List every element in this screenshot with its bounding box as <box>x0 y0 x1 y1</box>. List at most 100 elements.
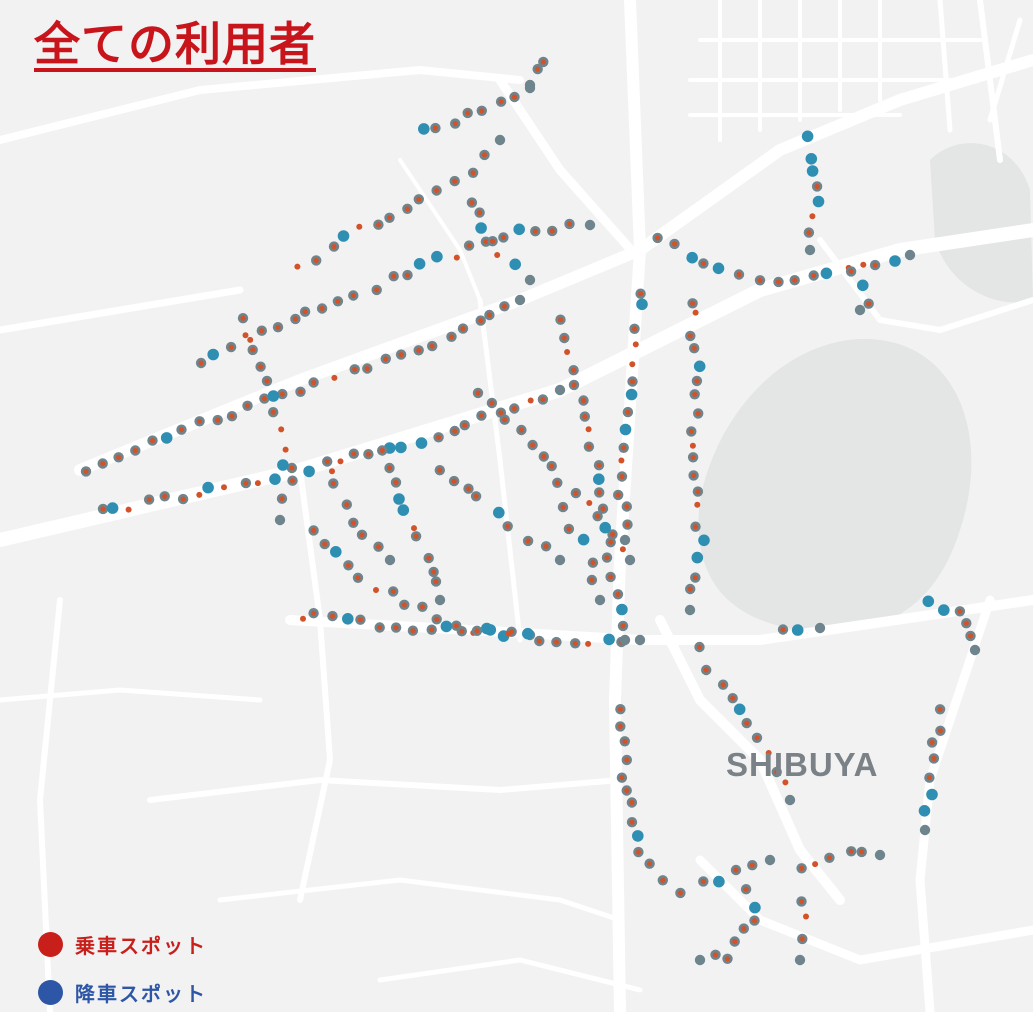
spot-marker-core <box>502 417 508 423</box>
spot-marker <box>277 459 289 471</box>
spot-marker <box>397 504 410 516</box>
spot-marker <box>918 805 931 817</box>
spot-marker-core <box>365 451 371 457</box>
road <box>377 957 643 993</box>
spot-marker-core <box>475 390 481 396</box>
spot-marker-core <box>590 560 596 566</box>
spot-marker-core <box>375 222 381 228</box>
spot-marker-core <box>404 272 411 278</box>
spot-marker-core <box>554 480 560 486</box>
spot-marker-core <box>926 775 933 781</box>
spot-marker-core <box>240 315 246 321</box>
spot-marker <box>809 213 816 220</box>
spot-marker-core <box>100 506 106 512</box>
spot-marker-core <box>469 200 475 206</box>
spot-marker-core <box>655 235 661 241</box>
spot-marker <box>522 627 534 640</box>
spot-marker-core <box>700 878 706 885</box>
spot-marker-core <box>398 352 404 358</box>
spot-marker <box>784 794 796 806</box>
spot-marker <box>593 473 605 486</box>
spot-marker-core <box>331 244 337 250</box>
spot-marker-core <box>432 125 438 131</box>
spot-marker-core <box>350 520 356 526</box>
legend-label-dropoff: 降車スポット <box>75 981 207 1006</box>
spot-marker-core <box>178 427 185 433</box>
spot-marker <box>242 332 249 339</box>
spot-marker-core <box>967 633 974 639</box>
spot-marker <box>524 79 536 91</box>
road <box>987 17 1023 123</box>
spot-markers <box>80 56 981 966</box>
spot-marker-core <box>244 403 251 409</box>
spot-marker-core <box>937 706 943 712</box>
spot-marker-core <box>535 66 541 72</box>
spot-marker <box>854 304 866 316</box>
spot-marker <box>493 506 505 519</box>
spot-marker <box>330 546 342 558</box>
spot-marker <box>629 361 636 368</box>
spot-marker-core <box>215 417 221 423</box>
park-areas <box>698 143 1033 632</box>
spot-marker-core <box>600 506 606 512</box>
spot-marker-core <box>730 695 736 701</box>
spot-marker <box>207 348 219 361</box>
spot-marker-core <box>379 447 385 454</box>
spot-marker <box>564 349 571 355</box>
spot-marker-core <box>620 623 626 629</box>
spot-marker-core <box>814 183 820 189</box>
spot-marker-core <box>511 94 518 100</box>
spot-marker <box>694 501 701 508</box>
spot-marker <box>594 594 606 606</box>
spot-marker <box>418 123 430 135</box>
spot-marker-core <box>505 523 511 529</box>
spot-marker-core <box>647 861 653 867</box>
spot-marker-core <box>872 262 878 268</box>
spot-marker <box>733 703 746 716</box>
spot-marker-core <box>757 277 763 283</box>
spot-marker <box>413 258 426 270</box>
spot-marker <box>619 534 631 546</box>
spot-marker-core <box>929 739 935 746</box>
spot-marker <box>505 630 512 637</box>
spot-marker-core <box>198 360 204 366</box>
spot-marker-core <box>275 324 281 330</box>
spot-marker-core <box>799 936 805 942</box>
spot-marker-core <box>624 503 630 510</box>
spot-marker-core <box>243 480 249 486</box>
spot-marker <box>764 854 776 866</box>
spot-marker-core <box>733 867 739 873</box>
spot-marker <box>431 250 443 263</box>
spot-marker-core <box>311 610 317 616</box>
spot-marker <box>527 397 534 404</box>
spot-marker-core <box>780 626 786 633</box>
spot-marker-core <box>377 624 383 631</box>
spot-marker-core <box>345 562 351 568</box>
spot-marker <box>805 153 818 165</box>
spot-marker <box>494 252 501 258</box>
spot-marker-core <box>413 533 419 539</box>
spot-marker <box>938 604 950 616</box>
spot-marker-core <box>677 890 684 896</box>
spot-marker-core <box>549 463 555 469</box>
spot-marker-core <box>619 473 625 480</box>
pickup-dot-icon <box>38 931 63 957</box>
spot-marker-core <box>313 257 319 263</box>
spot-marker <box>509 258 521 271</box>
spot-marker-core <box>100 460 106 467</box>
spot-marker-core <box>629 378 636 385</box>
spot-marker-core <box>474 628 480 634</box>
spot-marker-core <box>250 347 256 353</box>
spot-marker <box>689 442 696 449</box>
spot-marker-core <box>580 397 587 404</box>
spot-marker-core <box>511 405 517 412</box>
spot-marker-core <box>621 445 627 451</box>
spot-marker-core <box>700 260 707 266</box>
spot-marker <box>267 390 280 402</box>
legend-label-pickup: 乗車スポット <box>75 933 207 958</box>
spot-marker-core <box>615 591 621 597</box>
spot-marker-core <box>624 787 630 794</box>
spot-marker <box>384 554 396 566</box>
